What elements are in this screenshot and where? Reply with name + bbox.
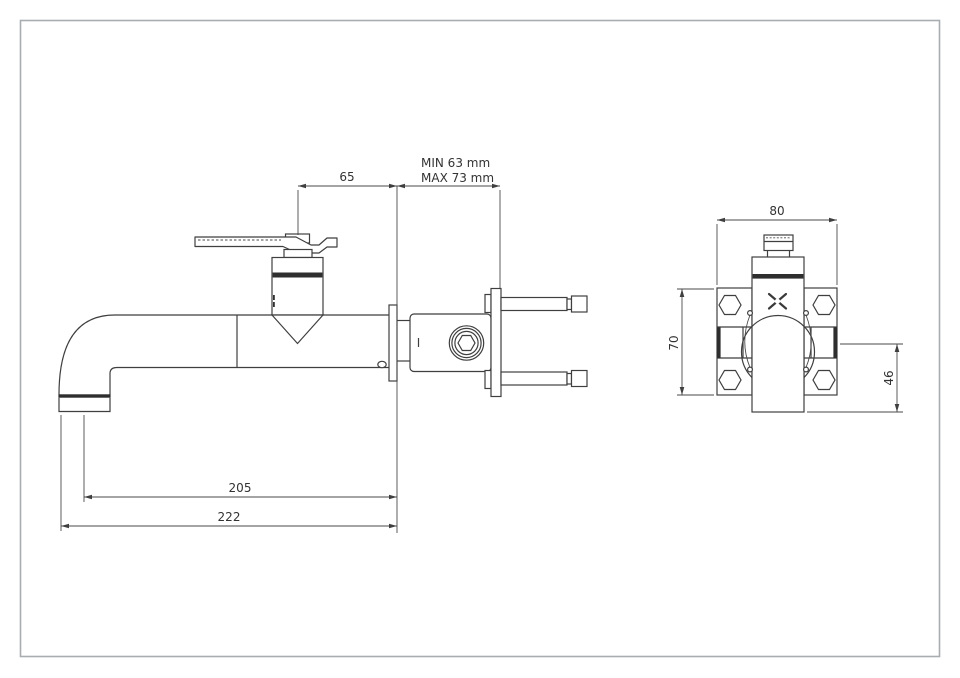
- valve-neck: [283, 248, 313, 259]
- cone-joint: [270, 314, 325, 345]
- knurled-cap: [763, 234, 794, 252]
- front-view: [716, 234, 838, 413]
- hex-nut: [812, 369, 836, 391]
- supply-pipe-top: [500, 295, 588, 313]
- cross-mark: [767, 292, 788, 310]
- dim-center-to-bottom: 46: [882, 370, 896, 385]
- pipe-seal-right: [833, 327, 837, 358]
- dim-spout-center-reach: 205: [229, 481, 252, 495]
- dim-max-depth: MAX 73 mm: [421, 171, 494, 185]
- dim-min-depth: MIN 63 mm: [421, 156, 490, 170]
- front-body: [751, 234, 805, 413]
- supply-pipe-bottom: [500, 369, 588, 388]
- dim-body-width: 80: [769, 204, 784, 218]
- body-seal-band: [272, 272, 323, 278]
- concealed-valve: [388, 287, 588, 398]
- spout-outlet: [58, 397, 111, 413]
- mounting-plate: [490, 287, 502, 398]
- retaining-screws: [746, 310, 809, 373]
- dim-spout-total-reach: 222: [218, 510, 241, 524]
- hex-nut: [812, 294, 836, 316]
- hex-nut: [718, 294, 742, 316]
- pipe-seal-left: [717, 327, 721, 358]
- valve-body: [409, 313, 492, 373]
- aerator-band: [58, 394, 111, 398]
- hex-socket: [457, 334, 476, 352]
- dimension-annotations: 65 MIN 63 mm MAX 73 mm 205 222 80 70 46: [60, 156, 903, 533]
- dim-handle-to-wall: 65: [339, 170, 354, 184]
- lever-handle: [194, 233, 338, 259]
- hex-nut: [718, 369, 742, 391]
- side-view: [58, 233, 588, 413]
- dim-bracket-height: 70: [667, 335, 681, 350]
- mounting-bracket: [716, 287, 838, 396]
- set-screw-hole: [377, 360, 387, 369]
- tap-body: [270, 256, 325, 345]
- body-seal-band-front: [752, 274, 804, 279]
- wall-flange: [388, 304, 398, 382]
- spout: [58, 314, 389, 413]
